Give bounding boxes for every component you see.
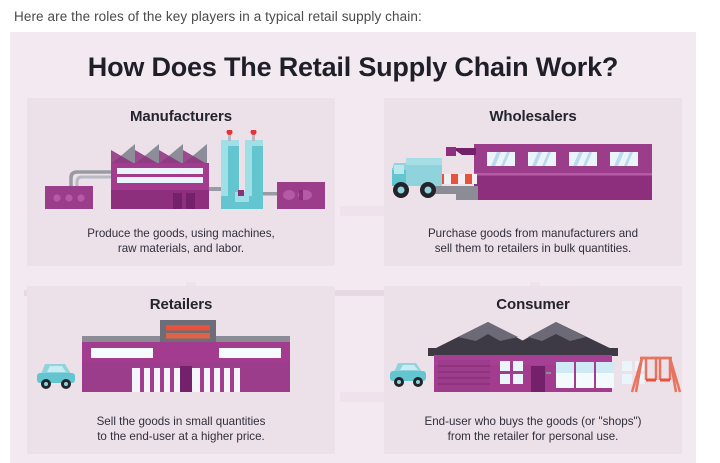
card-retailers[interactable]: Retailers (27, 286, 335, 454)
connector-top-row (340, 206, 404, 216)
card-title-wholesalers: Wholesalers (489, 108, 577, 125)
factory-illustration (27, 130, 335, 212)
card-consumer[interactable]: Consumer (384, 286, 682, 454)
warehouse-truck-illustration (384, 130, 682, 212)
card-caption-consumer: End-user who buys the goods (or "shops")… (424, 415, 642, 443)
infographic-container: How Does The Retail Supply Chain Work? M… (10, 32, 696, 463)
card-title-consumer: Consumer (496, 296, 570, 313)
card-caption-manufacturers: Produce the goods, using machines, raw m… (87, 227, 275, 255)
card-wholesalers[interactable]: Wholesalers (384, 98, 682, 266)
retail-store-illustration (27, 318, 335, 400)
card-caption-retailers: Sell the goods in small quantities to th… (96, 415, 266, 443)
card-caption-wholesalers: Purchase goods from manufacturers and se… (427, 227, 639, 255)
card-manufacturers[interactable]: Manufacturers (27, 98, 335, 266)
intro-paragraph: Here are the roles of the key players in… (14, 8, 422, 24)
card-title-manufacturers: Manufacturers (129, 108, 233, 125)
connector-bottom-row (340, 392, 404, 402)
house-illustration (384, 318, 682, 400)
infographic-title: How Does The Retail Supply Chain Work? (87, 52, 619, 82)
connector-horizontal-middle (24, 290, 682, 296)
card-title-retailers: Retailers (149, 296, 213, 313)
